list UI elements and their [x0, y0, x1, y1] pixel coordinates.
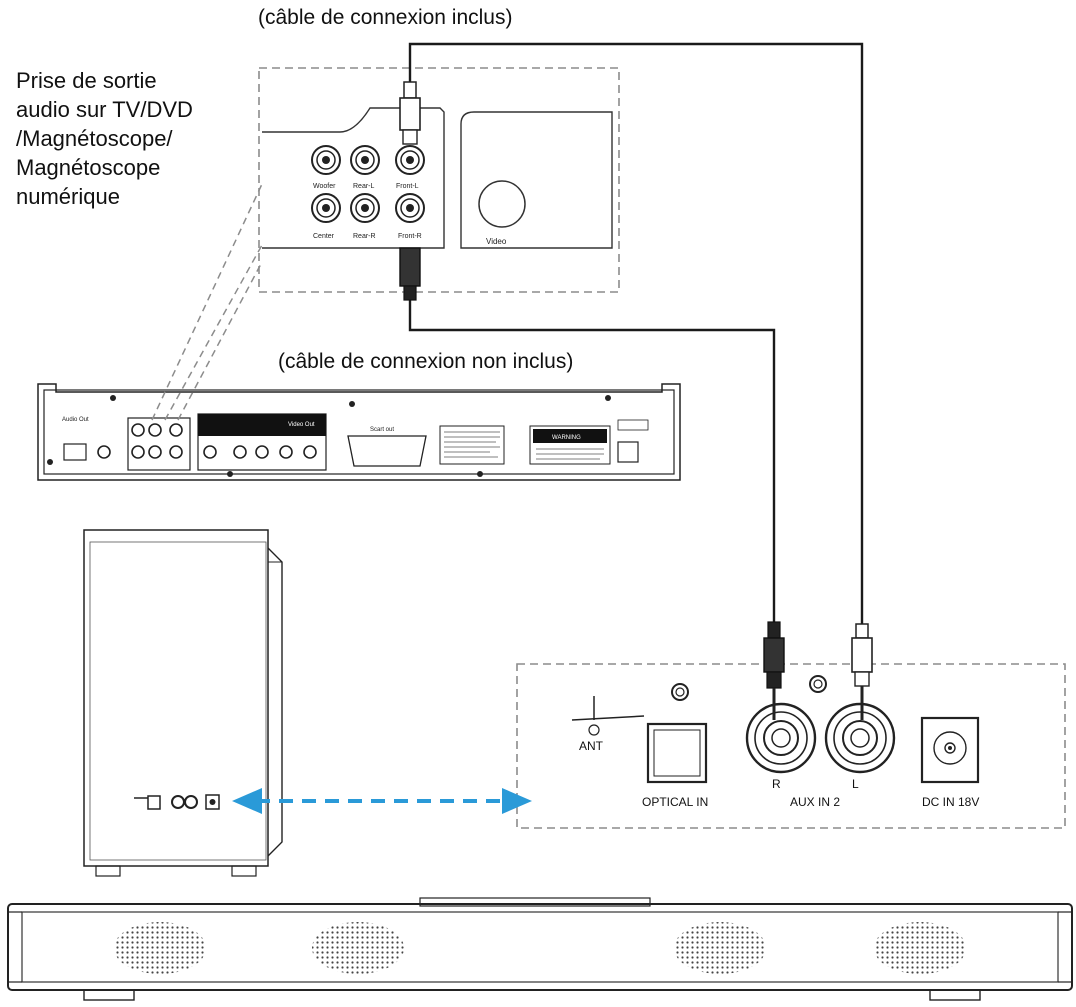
soundbar: [7, 897, 1073, 1001]
dvd-player-panel: Audio Out Video Out Scart out WARNING: [37, 383, 681, 481]
source-note-line: Magnétoscope: [16, 155, 161, 180]
included-cable-caption: (câble de connexion inclus): [258, 6, 513, 29]
source-jack-panel: Video: [258, 67, 620, 293]
jack-front-r: [395, 193, 425, 223]
source-note-line: Prise de sortie: [16, 68, 157, 93]
jack-label-front-l: Front-L: [396, 183, 419, 190]
source-note-line: /Magnétoscope/: [16, 126, 173, 151]
aux-in-label: AUX IN 2: [790, 795, 840, 809]
optical-in-label: OPTICAL IN: [642, 795, 708, 809]
dc-in-label: DC IN 18V: [922, 795, 979, 809]
jack-rear-l: [350, 145, 380, 175]
aux-left-label: L: [852, 777, 859, 791]
jack-label-front-r: Front-R: [398, 233, 422, 240]
subwoofer: [83, 529, 283, 877]
not-included-cable: [399, 247, 785, 720]
not-included-cable-caption: (câble de connexion non inclus): [278, 350, 574, 373]
jack-front-l: [395, 145, 425, 175]
dvd-warning-label: WARNING: [552, 435, 581, 441]
jack-label-woofer: Woofer: [313, 183, 336, 190]
dvd-scart-label: Scart out: [370, 427, 394, 433]
speaker-grille: [114, 922, 206, 974]
aux-in-left-jack: [824, 702, 896, 774]
jack-label-center: Center: [313, 233, 335, 240]
source-note-line: audio sur TV/DVD: [16, 97, 193, 122]
speaker-grille: [312, 922, 404, 974]
optical-in-port: [646, 722, 708, 784]
bidirectional-arrow: [232, 788, 532, 814]
included-cable: [399, 42, 873, 720]
jack-label-rear-l: Rear-L: [353, 183, 375, 190]
jack-woofer: [311, 145, 341, 175]
jack-label-rear-r: Rear-R: [353, 233, 376, 240]
video-label: Video: [486, 237, 507, 246]
dvd-audio-out-label: Audio Out: [62, 417, 89, 423]
aux-right-label: R: [772, 777, 781, 791]
source-note: Prise de sortie audio sur TV/DVD /Magnét…: [16, 66, 193, 211]
jack-center: [311, 193, 341, 223]
speaker-grille: [674, 922, 766, 974]
ant-label: ANT: [579, 739, 604, 753]
callout-lines: [151, 183, 263, 421]
dc-in-port: [920, 716, 980, 784]
dvd-video-out-label: Video Out: [288, 422, 315, 428]
soundbar-input-panel: ANT OPTICAL IN R L AUX IN 2: [516, 663, 1066, 829]
speaker-grille: [874, 922, 966, 974]
source-note-line: numérique: [16, 184, 120, 209]
aux-in-right-jack: [745, 702, 817, 774]
jack-rear-r: [350, 193, 380, 223]
